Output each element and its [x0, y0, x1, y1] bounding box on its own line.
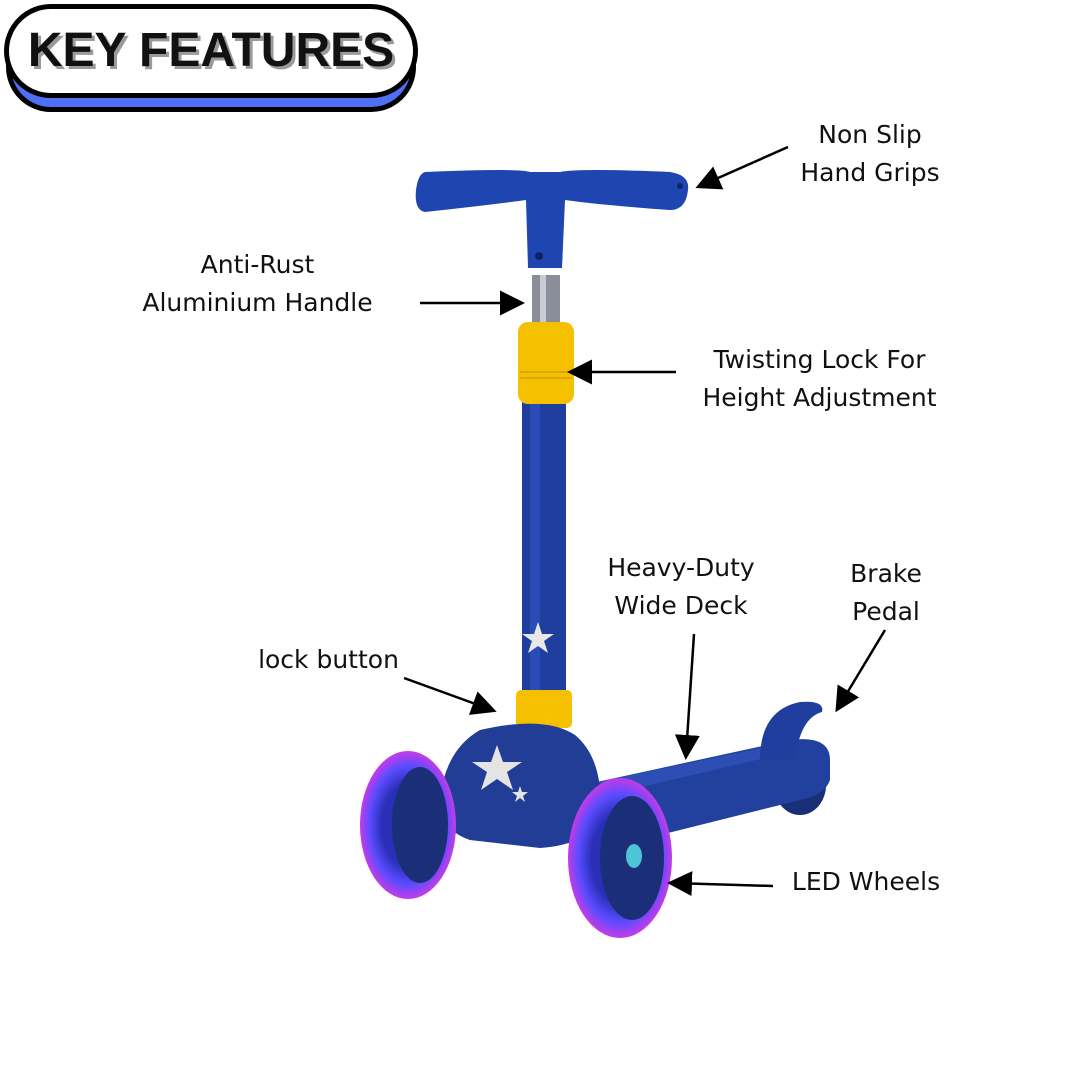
arrow-wheels — [667, 871, 774, 897]
label-line: LED Wheels — [791, 867, 941, 896]
front-body — [440, 723, 601, 848]
arrow-lock-button — [403, 676, 497, 715]
label-brake: Brake Pedal — [836, 555, 936, 631]
stem — [522, 400, 566, 700]
label-line: Heavy-Duty — [607, 553, 755, 582]
label-line: Height Adjustment — [702, 383, 937, 412]
label-lock-button: lock button — [246, 641, 411, 679]
label-twist-lock: Twisting Lock For Height Adjustment — [692, 341, 947, 417]
arrow-deck — [674, 633, 700, 760]
label-line: Anti-Rust — [200, 250, 315, 279]
label-line: Brake — [850, 559, 922, 588]
label-line: lock button — [258, 645, 399, 674]
lower-collar — [516, 690, 572, 728]
arrow-hand-grips — [695, 145, 789, 190]
key-features-badge: KEY FEATURES — [4, 4, 418, 116]
label-hand-grips: Non Slip Hand Grips — [795, 116, 945, 192]
brake-pedal — [760, 701, 823, 760]
callout-arrows — [403, 145, 887, 897]
label-line: Hand Grips — [800, 158, 940, 187]
aluminium-tube — [532, 275, 560, 330]
page-title: KEY FEATURES — [27, 24, 395, 77]
label-handle: Anti-Rust Aluminium Handle — [130, 246, 385, 322]
left-led-wheel — [360, 751, 456, 899]
label-wheels: LED Wheels — [782, 863, 950, 901]
label-deck: Heavy-Duty Wide Deck — [596, 549, 766, 625]
badge-face — [4, 4, 418, 98]
arrow-brake — [835, 629, 887, 713]
label-line: Aluminium Handle — [142, 288, 373, 317]
label-line: Twisting Lock For — [713, 345, 926, 374]
label-line: Non Slip — [818, 120, 922, 149]
right-led-wheel — [568, 778, 672, 938]
t-handlebar — [415, 170, 689, 268]
label-line: Pedal — [852, 597, 920, 626]
label-line: Wide Deck — [614, 591, 748, 620]
twist-lock — [518, 322, 574, 404]
